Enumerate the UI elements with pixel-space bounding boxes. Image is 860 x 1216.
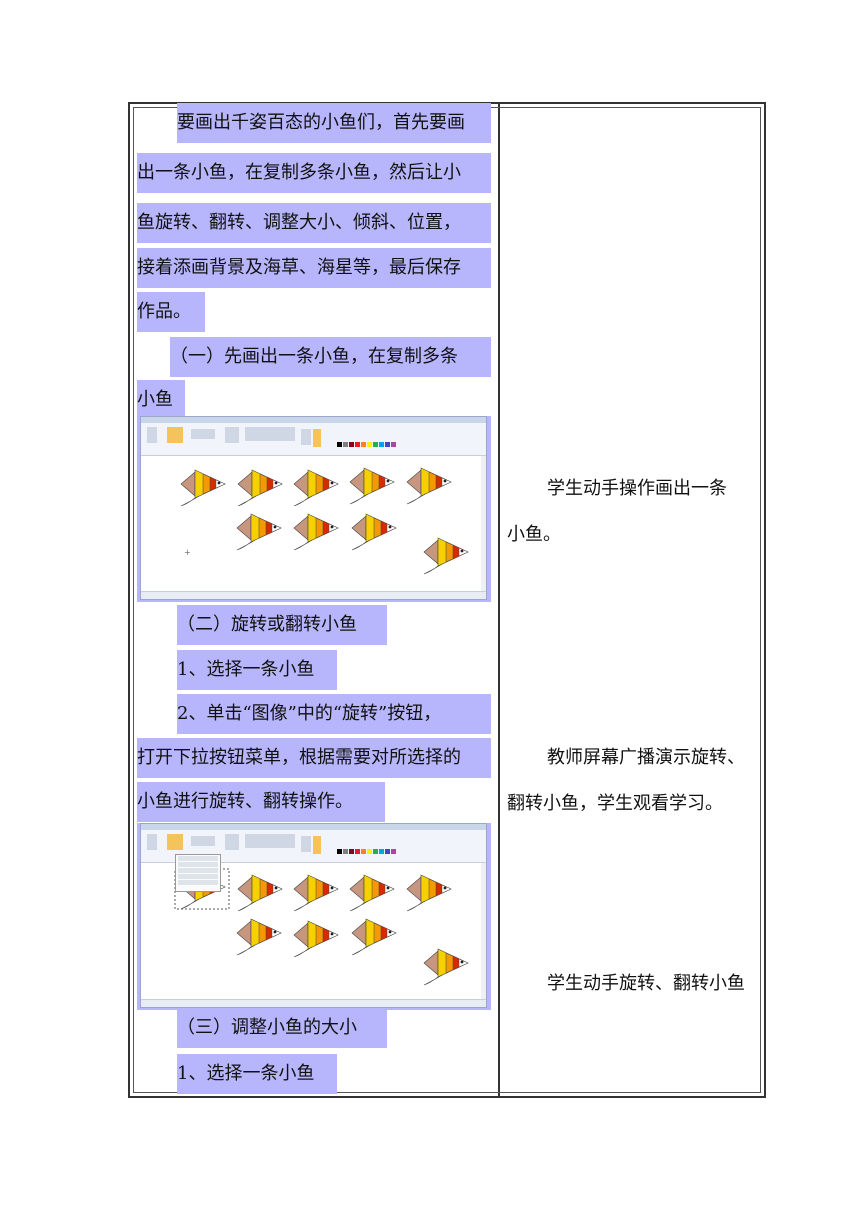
fish-icon <box>351 513 397 551</box>
fish-icon <box>236 513 282 551</box>
fish-icon <box>293 874 339 912</box>
fish-icon <box>293 513 339 551</box>
crosshair-icon: + <box>184 548 191 557</box>
step-text: 2、单击“图像”中的“旋转”按钮， <box>177 694 491 734</box>
step-text: 打开下拉按钮菜单，根据需要对所选择的 <box>137 738 491 778</box>
fish-drawing-1: + <box>180 467 469 575</box>
activity-note: 小鱼。 <box>507 524 561 545</box>
paragraph-line: 出一条小鱼，在复制多条小鱼，然后让小 <box>137 153 491 193</box>
fish-icon <box>293 920 339 958</box>
paragraph-line: 要画出千姿百态的小鱼们，首先要画 <box>177 103 491 143</box>
activity-note: 翻转小鱼，学生观看学习。 <box>507 793 723 814</box>
fish-icon <box>423 537 469 575</box>
paint-screenshot-1: + <box>137 416 491 602</box>
section-heading: 小鱼 <box>137 380 185 420</box>
step-text: 1、选择一条小鱼 <box>177 1054 337 1094</box>
activity-note: 教师屏幕广播演示旋转、 <box>547 747 745 768</box>
paint-ribbon <box>141 423 486 466</box>
paragraph-line: 作品。 <box>137 292 205 332</box>
rotate-dropdown-menu[interactable] <box>175 854 221 892</box>
step-text: 小鱼进行旋转、翻转操作。 <box>137 782 385 822</box>
fish-icon <box>180 469 226 507</box>
fish-icon <box>351 918 397 956</box>
fish-icon <box>406 467 452 505</box>
paragraph-line: 接着添画背景及海草、海星等，最后保存 <box>137 248 491 288</box>
activity-note: 学生动手操作画出一条 <box>547 478 727 499</box>
paint-window: + <box>140 416 487 600</box>
section-heading: （二）旋转或翻转小鱼 <box>177 605 387 645</box>
section-heading: （三）调整小鱼的大小 <box>177 1008 387 1048</box>
paint-canvas: + <box>141 456 486 592</box>
section-heading: （一）先画出一条小鱼，在复制多条 <box>170 337 491 377</box>
paint-window <box>140 823 487 1008</box>
fish-icon <box>237 874 283 912</box>
paint-screenshot-2 <box>137 823 491 1010</box>
step-text: 1、选择一条小鱼 <box>177 650 337 690</box>
activity-note: 学生动手旋转、翻转小鱼 <box>547 973 745 994</box>
fish-icon <box>237 469 283 507</box>
fish-icon <box>349 467 395 505</box>
column-divider <box>498 104 500 1096</box>
fish-icon <box>236 918 282 956</box>
fish-icon <box>349 874 395 912</box>
fish-icon <box>406 874 452 912</box>
fish-icon <box>293 469 339 507</box>
fish-icon <box>423 948 469 986</box>
paragraph-line: 鱼旋转、翻转、调整大小、倾斜、位置， <box>137 203 491 243</box>
